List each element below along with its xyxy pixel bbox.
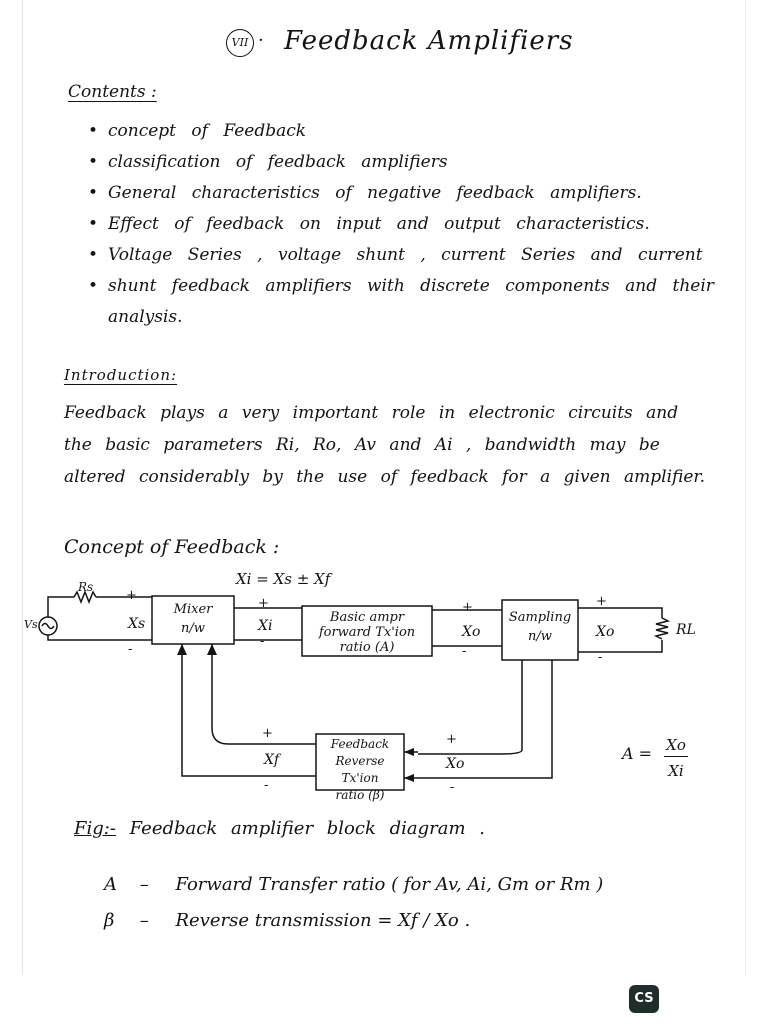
introduction-heading: Introduction:	[64, 366, 178, 384]
title-separator: ·	[258, 30, 264, 51]
sampling-block: Sampling n/w	[508, 610, 572, 644]
xo-feedback-label: Xo	[446, 756, 465, 772]
source-resistor-label: Rs	[78, 580, 94, 594]
page-title: Feedback Amplifiers	[284, 26, 574, 56]
xo-mid-label: Xo	[462, 624, 481, 640]
xs-label: Xs	[128, 616, 146, 632]
bullet-icon: •	[88, 276, 99, 296]
minus-sign: -	[260, 634, 265, 649]
paper-edge	[22, 0, 746, 975]
diagram-wiring	[38, 589, 671, 791]
arrow-up-icon	[207, 644, 217, 655]
concept-heading: Concept of Feedback :	[64, 536, 280, 558]
load-label: RL	[676, 622, 696, 638]
bullet-icon: •	[88, 183, 99, 203]
arrow-left-icon	[404, 748, 414, 756]
list-item: •General characteristics of negative fee…	[88, 178, 718, 209]
plus-sign: +	[462, 600, 473, 615]
list-item: •classification of feedback amplifiers	[88, 147, 718, 178]
minus-sign: -	[462, 644, 467, 659]
load-resistor-icon	[653, 617, 671, 640]
mixer-equation: Xi = Xs ± Xf	[236, 570, 331, 588]
minus-sign: -	[450, 780, 455, 795]
camscanner-logo: CS	[629, 985, 659, 1013]
xo-out-label: Xo	[596, 624, 615, 640]
feedback-block-diagram: Xi = Xs ± Xf Rs Vs + - Xs Mixer n/w + Xi…	[0, 560, 768, 820]
plus-sign: +	[126, 588, 137, 603]
list-item: •shunt feedback amplifiers with discrete…	[88, 271, 718, 333]
contents-heading: Contents :	[68, 82, 157, 102]
minus-sign: -	[598, 650, 603, 665]
xi-label: Xi	[258, 618, 273, 634]
definition-row: A – Forward Transfer ratio ( for Av, Ai,…	[104, 874, 604, 895]
bullet-icon: •	[88, 245, 99, 265]
list-item: •Effect of feedback on input and output …	[88, 209, 718, 240]
minus-sign: -	[128, 642, 133, 657]
list-item: •Voltage Series , voltage shunt , curren…	[88, 240, 718, 271]
plus-sign: +	[596, 594, 607, 609]
amplifier-block: Basic ampr forward Tx'ion ratio (A)	[318, 610, 416, 655]
bullet-icon: •	[88, 152, 99, 172]
plus-sign: +	[258, 596, 269, 611]
gain-denominator: Xi	[668, 762, 684, 780]
list-item: •concept of Feedback	[88, 116, 718, 147]
mixer-block: Mixer n/w	[173, 602, 213, 636]
gain-numerator: Xo	[664, 736, 688, 757]
source-label: Vs	[24, 618, 38, 631]
chapter-number-badge: VII	[226, 29, 254, 57]
bullet-icon: •	[88, 121, 99, 141]
contents-list: •concept of Feedback •classification of …	[88, 116, 718, 333]
arrow-left-icon	[404, 774, 414, 782]
xf-label: Xf	[264, 752, 280, 768]
feedback-block: Feedback Reverse Tx'ion ratio (β)	[330, 737, 390, 802]
gain-equation-lhs: A =	[622, 744, 653, 763]
source-resistor-icon	[73, 589, 97, 605]
minus-sign: -	[264, 778, 269, 793]
definition-row: β – Reverse transmission = Xf / Xo .	[104, 910, 471, 931]
plus-sign: +	[262, 726, 273, 741]
arrow-up-icon	[177, 644, 187, 655]
figure-caption: Fig:- Feedback amplifier block diagram .	[74, 818, 485, 839]
introduction-paragraph: Feedback plays a very important role in …	[64, 403, 706, 487]
bullet-icon: •	[88, 214, 99, 234]
plus-sign: +	[446, 732, 457, 747]
